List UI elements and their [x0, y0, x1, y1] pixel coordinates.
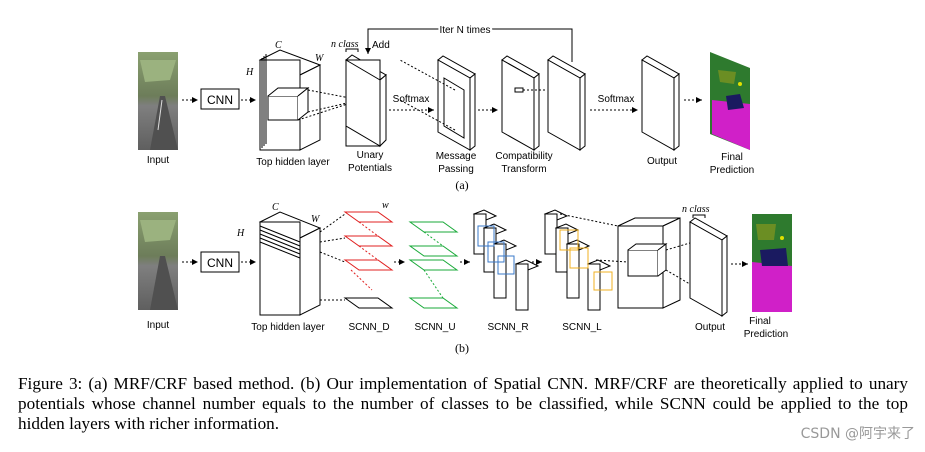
dim-w-a: W [315, 53, 325, 64]
unary-potentials-slab [345, 54, 387, 148]
top-hidden-layer-cuboid-a [258, 49, 322, 151]
compat-label-1: Compatibility [495, 151, 552, 162]
dim-h-a: H [245, 67, 254, 78]
input-image-b [138, 212, 178, 310]
aggregated-cuboid-b [617, 217, 681, 309]
final-label-b-2: Prediction [744, 329, 788, 340]
scnn-input-lines [319, 213, 346, 301]
iter-loop-arrow [365, 28, 573, 62]
input-label-b: Input [147, 320, 169, 331]
unary-label-2: Potentials [348, 163, 392, 174]
output-slab-a [641, 55, 680, 152]
dim-c-b: C [272, 202, 279, 213]
updated-potentials-slab [547, 55, 586, 152]
cnn-label-b: CNN [207, 256, 233, 270]
scnn-l-label: SCNN_L [562, 322, 602, 333]
compatibility-transform-slab [501, 55, 540, 152]
scnn-r-label: SCNN_R [487, 322, 528, 333]
input-image-a [138, 52, 178, 150]
sub-label-a: (a) [455, 178, 468, 192]
scnn-l-slices [543, 209, 613, 311]
message-label-1: Message [436, 151, 477, 162]
cnn-label-a: CNN [207, 93, 233, 107]
cuboid-dotted-lines [559, 213, 701, 291]
input-label-a: Input [147, 155, 169, 166]
cnn-box-a [200, 88, 240, 110]
scnn-d-label: SCNN_D [348, 322, 389, 333]
dim-h-b: H [236, 228, 245, 239]
final-label-b-1: Final [749, 316, 771, 327]
scnn-u-slices [408, 221, 459, 309]
dim-w-b: W [311, 214, 321, 225]
top-hidden-layer-cuboid-b [258, 211, 322, 316]
scnn-r-slices [472, 209, 540, 311]
dim-c-a: C [275, 40, 282, 51]
watermark: CSDN @阿宇来了 [800, 426, 915, 442]
top-hidden-label-b: Top hidden layer [251, 322, 325, 333]
n-class-bracket-b [692, 214, 706, 218]
panel-a: Input CNN C W H Top hidden layer [138, 23, 754, 192]
n-class-label-a: n class [331, 39, 359, 50]
final-prediction-image-b [752, 214, 792, 312]
sub-label-b: (b) [455, 341, 469, 355]
message-label-2: Passing [438, 164, 474, 175]
final-prediction-image-a [710, 52, 750, 150]
output-slab-b [689, 217, 728, 318]
unary-label-1: Unary [357, 150, 384, 161]
message-dotted-lines [399, 59, 456, 131]
n-class-label-b: n class [682, 204, 710, 215]
dim-w-small: w [382, 200, 389, 211]
scnn-d-slices [343, 211, 394, 309]
message-passing-slab [437, 55, 476, 152]
final-label-a-1: Final [721, 152, 743, 163]
output-label-b: Output [695, 322, 725, 333]
compat-label-2: Transform [501, 164, 546, 175]
iter-label: Iter N times [439, 25, 490, 36]
top-hidden-label-a: Top hidden layer [256, 157, 330, 168]
figure-caption: Figure 3: (a) MRF/CRF based method. (b) … [18, 374, 908, 433]
n-class-bracket [345, 48, 359, 52]
final-label-a-2: Prediction [710, 165, 754, 176]
scnn-u-label: SCNN_U [414, 322, 455, 333]
output-label-a: Output [647, 156, 677, 167]
panel-b: Input CNN C W H Top hidden layer w SCNN_… [138, 200, 792, 355]
figure: Input CNN C W H Top hidden layer [138, 23, 792, 355]
softmax-label-2: Softmax [598, 94, 635, 105]
softmax-label-1: Softmax [393, 94, 430, 105]
cnn-box-b [200, 251, 240, 273]
add-label: Add [372, 40, 390, 51]
